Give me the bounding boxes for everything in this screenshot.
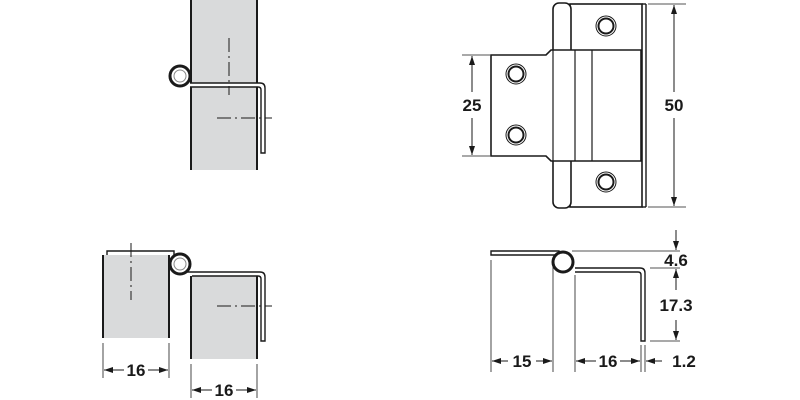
dim-knuckle-offset: 4.6 [664, 251, 688, 270]
dim-leaf-width: 16 [599, 352, 618, 371]
dim-left-width: 16 [127, 361, 146, 380]
dim-leaf-height: 25 [463, 96, 482, 115]
dim-total-height: 50 [665, 96, 684, 115]
view-top-right: 25 50 [462, 2, 686, 209]
hinge-leaf [190, 82, 266, 154]
dim-flap-length: 15 [513, 352, 532, 371]
dim-return-depth: 17.3 [659, 296, 692, 315]
dim-thickness: 1.2 [672, 352, 696, 371]
dim-right-width: 16 [215, 381, 234, 400]
view-bottom-right: 15 16 1.2 4.6 17.3 [490, 230, 696, 372]
view-bottom-left: 16 16 [102, 243, 272, 400]
view-top-left [168, 0, 272, 170]
